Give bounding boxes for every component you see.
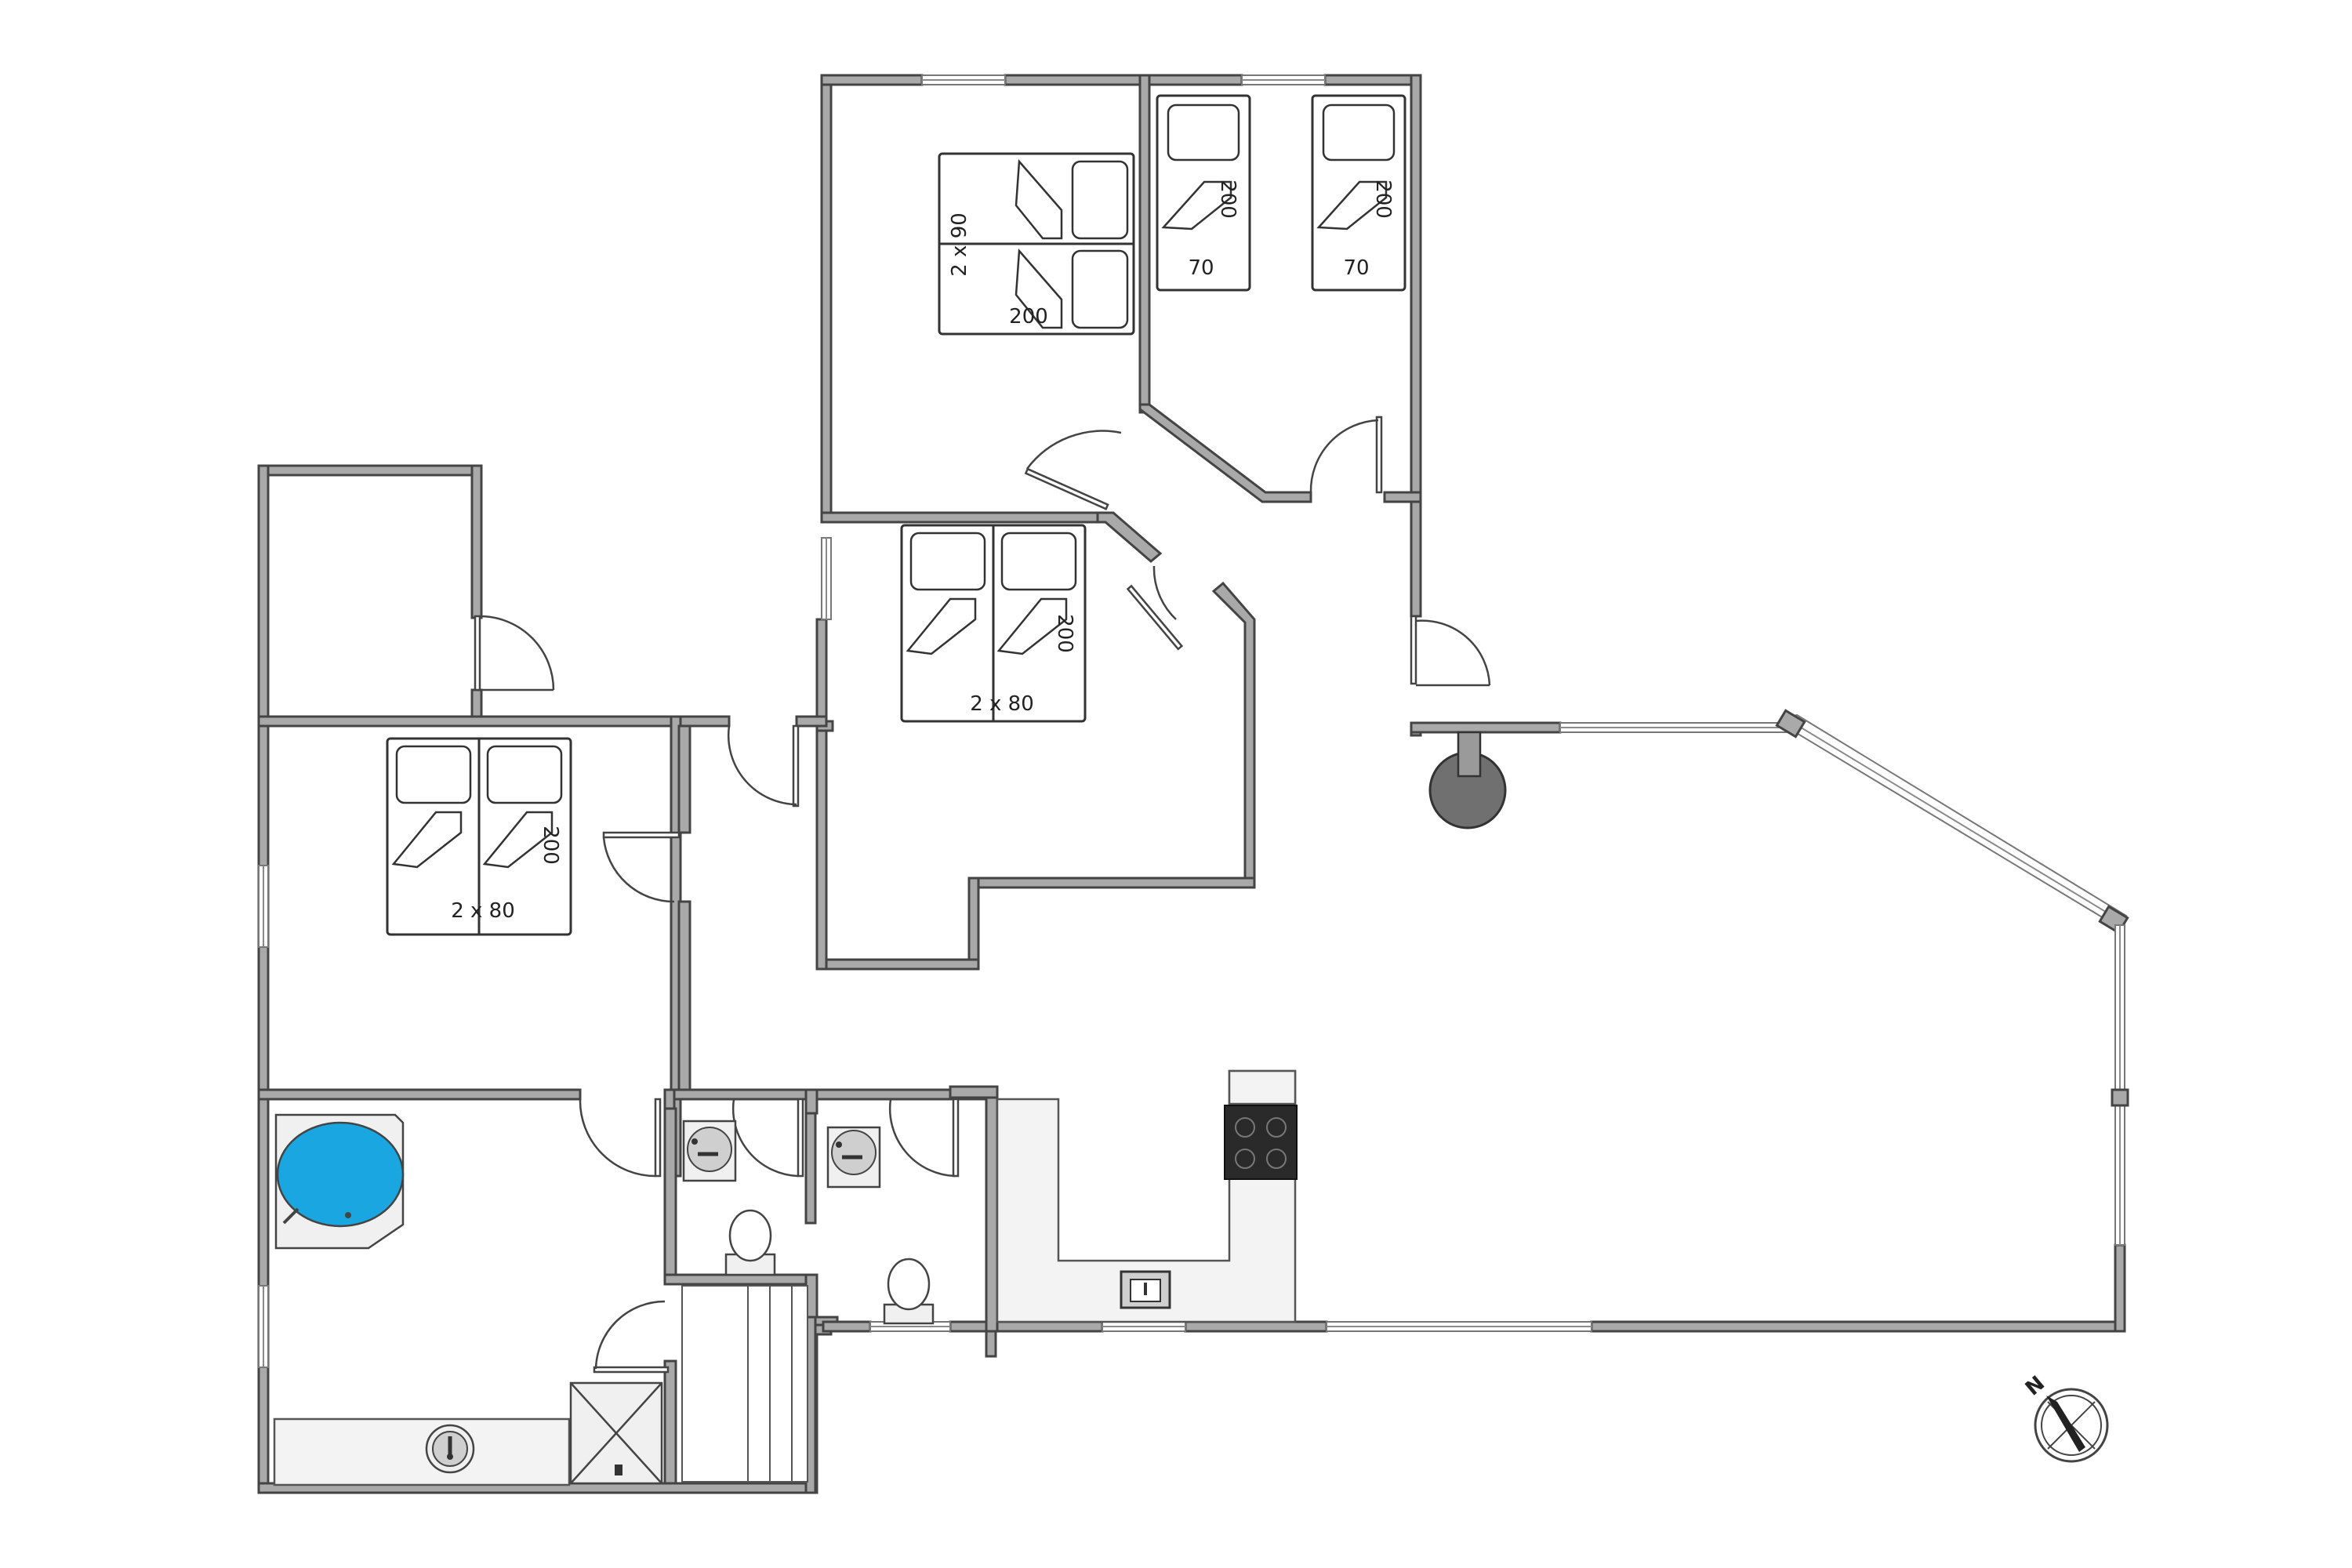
wall-segment [1590, 1320, 2126, 1333]
walls [257, 74, 2126, 1494]
stairs [681, 1285, 808, 1483]
toilet [883, 1258, 935, 1325]
wall-segment [949, 1320, 1104, 1333]
bed-width-label: 2 x 80 [451, 899, 515, 923]
wall-segment [822, 1320, 872, 1333]
cooktop [1224, 1105, 1298, 1180]
doors [474, 416, 1491, 1374]
door [731, 1098, 804, 1178]
wall-segment [804, 1088, 818, 1115]
windows [258, 74, 2129, 1368]
compass: N [2021, 1372, 2109, 1463]
shower [569, 1381, 663, 1485]
wall-segment [815, 958, 980, 971]
compass-north-label: N [2021, 1372, 2049, 1401]
door [474, 615, 555, 691]
wall-segment [815, 618, 828, 971]
bed-double-2x80: 200 2 x 80 [900, 524, 1087, 723]
bed-width-label: 2 x 90 [948, 212, 971, 277]
whirlpool-tub [274, 1113, 405, 1250]
bed-double-2x80: 200 2 x 80 [386, 737, 572, 936]
wall-segment [795, 715, 828, 728]
washbasin [826, 1126, 881, 1189]
wall-segment [1410, 74, 1422, 618]
wall-segment [257, 715, 731, 728]
kitchen-sink [1120, 1270, 1171, 1309]
bed-width-label: 70 [1343, 256, 1369, 280]
wall-segment [677, 900, 691, 1099]
wall-segment [1138, 403, 1312, 503]
wall-segment [967, 877, 1256, 889]
wall-segment [820, 74, 833, 514]
bathroom-vanity [273, 1417, 571, 1486]
toilet [724, 1209, 776, 1276]
wall-segment [820, 511, 1105, 524]
wall-segment [670, 1088, 997, 1101]
bed-length-label: 200 [1371, 180, 1395, 219]
wall-segment [1138, 74, 1151, 414]
door [602, 831, 681, 903]
fireplace [1428, 731, 1507, 829]
wall-segment [1323, 74, 1421, 86]
wall-segment [1184, 1320, 1328, 1333]
wall-segment [663, 1107, 677, 1283]
wall-segment [1410, 721, 1562, 734]
wall-segment [949, 1085, 999, 1099]
wall-segment [470, 464, 483, 619]
wall-segment [1096, 511, 1163, 563]
bed-double-2x90: 2 x 90 200 [938, 152, 1135, 336]
tub-water [276, 1121, 405, 1228]
wall-segment [1383, 491, 1422, 503]
bed-single-70: 200 70 [1156, 94, 1251, 292]
wall-segment [1004, 74, 1243, 86]
door [593, 1300, 670, 1374]
door [1024, 430, 1122, 510]
wall-segment [2114, 1243, 2126, 1333]
wall-segment [1211, 581, 1256, 889]
wall-segment [257, 464, 483, 477]
washbasin [682, 1120, 737, 1182]
bed-width-label: 2 x 80 [970, 692, 1034, 716]
wall-segment [663, 1273, 818, 1286]
door [727, 724, 800, 808]
door [1126, 565, 1184, 651]
bed-length-label: 200 [1009, 305, 1048, 328]
bed-length-label: 200 [539, 826, 562, 865]
bed-length-label: 200 [1053, 614, 1076, 653]
wall-segment [257, 1088, 582, 1101]
wall-segment [820, 74, 924, 86]
wall-segment [967, 877, 980, 971]
bed-length-label: 200 [1216, 180, 1240, 219]
wall-segment [677, 724, 691, 834]
door [1410, 615, 1491, 687]
door [579, 1098, 662, 1178]
window-post [1775, 709, 1806, 739]
wall-segment [663, 1359, 677, 1494]
bed-single-70: 200 70 [1311, 94, 1406, 292]
door [888, 1098, 960, 1178]
wall-segment [985, 1085, 999, 1333]
bed-width-label: 70 [1188, 256, 1214, 280]
window-post [2111, 1088, 2129, 1107]
door [1309, 416, 1383, 494]
